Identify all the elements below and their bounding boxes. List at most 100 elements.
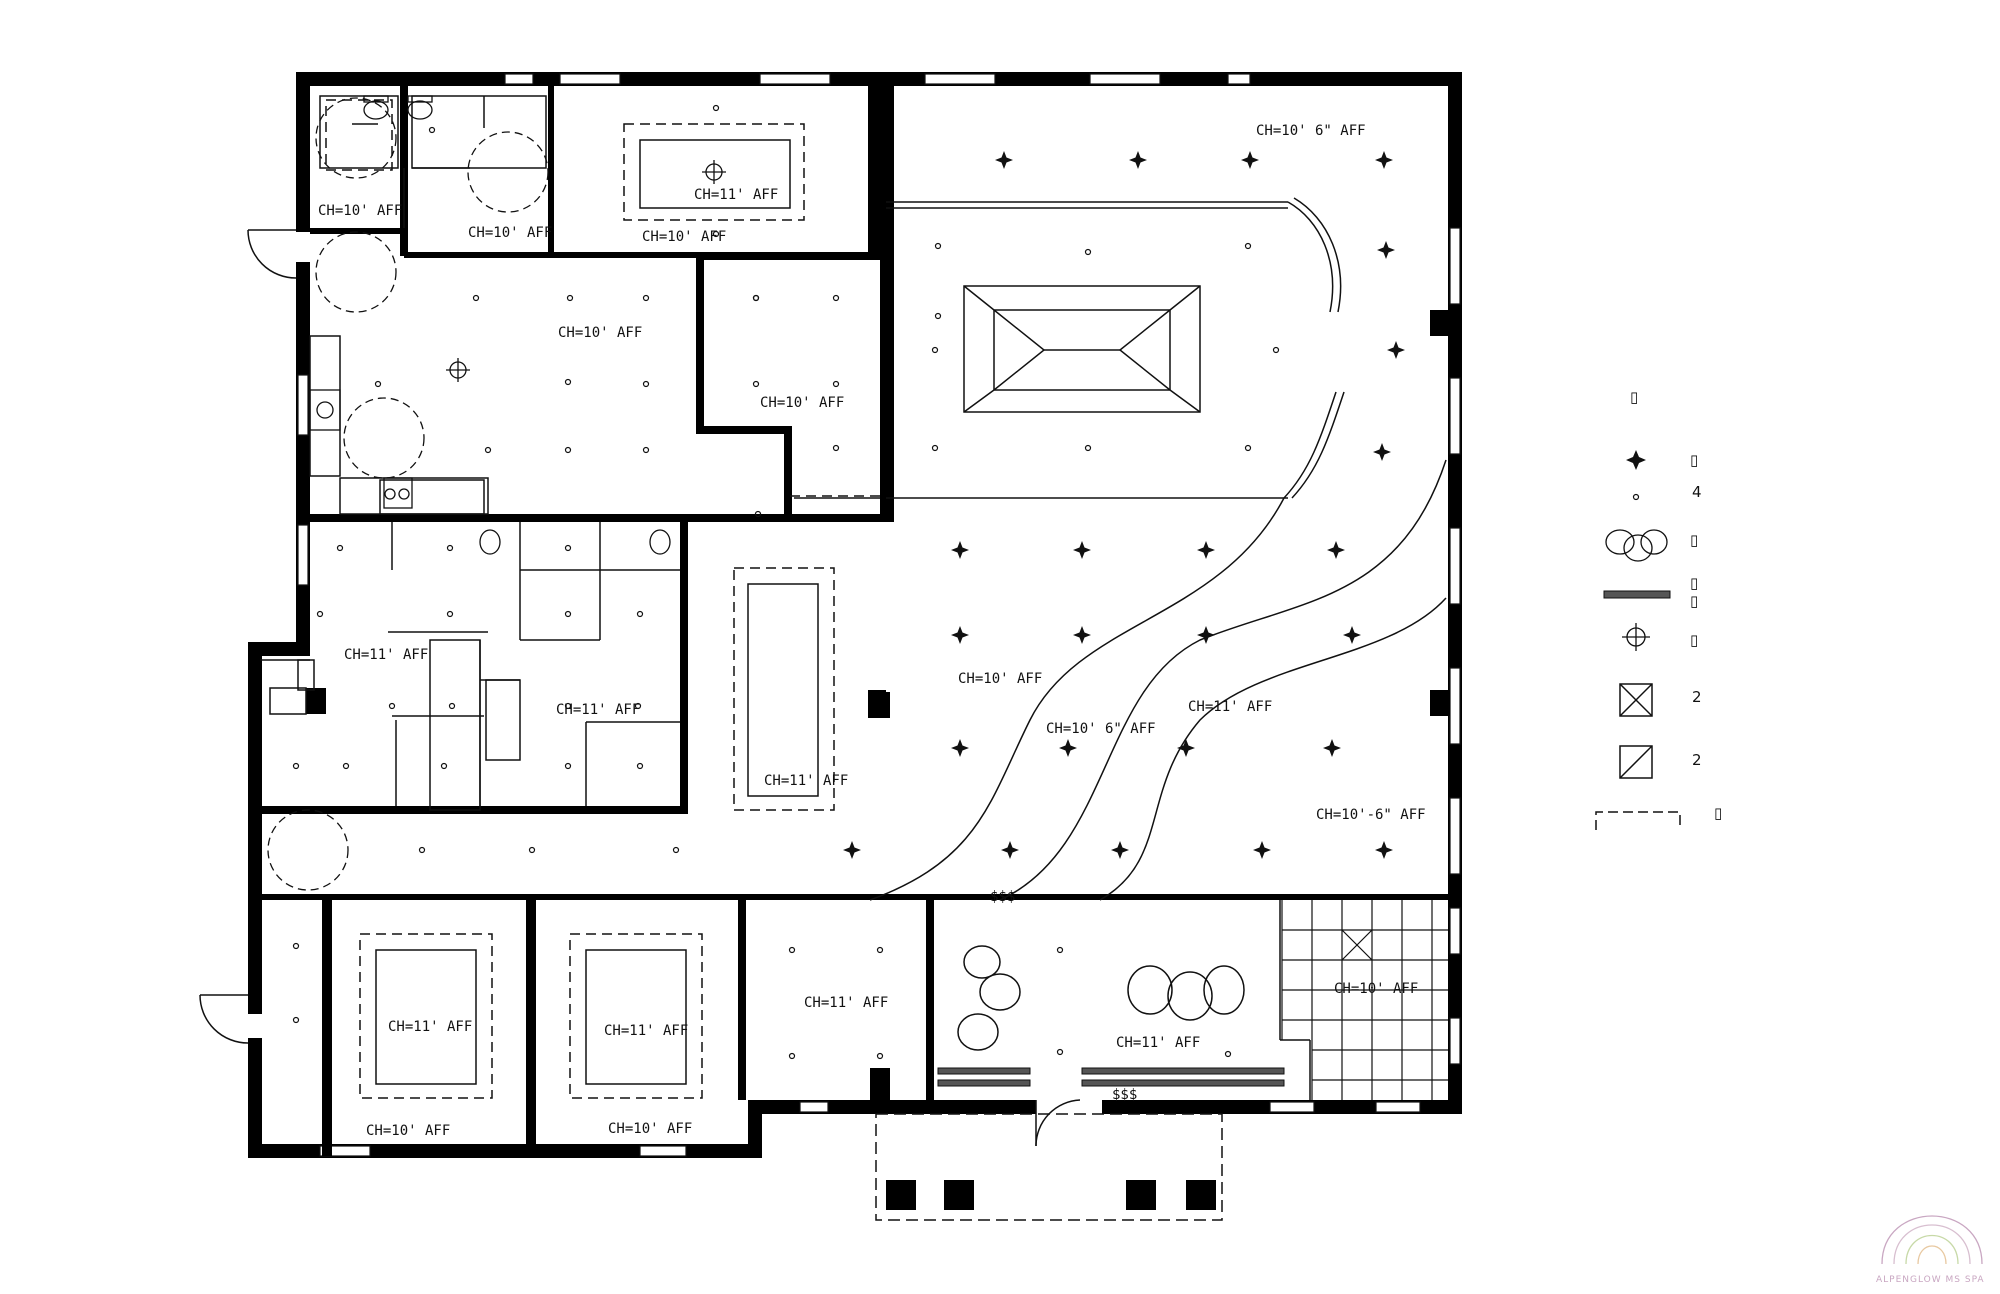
solid-soffits [375, 139, 819, 1085]
downlight-dot-icon [564, 544, 572, 552]
downlight-dot-icon [634, 702, 642, 710]
star-light-icon [1375, 841, 1393, 859]
star-light-icon [1197, 626, 1215, 644]
star-light-icon [1327, 541, 1345, 559]
star-light-icon [951, 626, 969, 644]
star-lights [843, 151, 1405, 859]
legend-label-linear-1: ▯ [1690, 574, 1698, 592]
downlight-dot-icon [788, 946, 796, 954]
downlight-dot-icon [336, 544, 344, 552]
downlight-dot-icon [752, 380, 760, 388]
downlight-dot-icon [636, 762, 644, 770]
ceiling-fan-fixtures [446, 160, 726, 382]
ch-label-reception: CH=11' AFF [1116, 1035, 1200, 1051]
downlight-dot-icon [292, 942, 300, 950]
star-light-icon [1343, 626, 1361, 644]
legend-label-fan: ▯ [1690, 631, 1698, 649]
ch-label-room-3: CH=11' AFF [804, 995, 888, 1011]
downlight-dot-icon [876, 946, 884, 954]
ch-label-wave-1: CH=10' 6" AFF [1046, 721, 1156, 737]
ch-label-lounge-top: CH=10' 6" AFF [1256, 123, 1366, 139]
brand-logo-text: ALPENGLOW MS SPA [1876, 1275, 1985, 1285]
downlight-dot-icon [934, 312, 942, 320]
downlight-dot-icon [292, 762, 300, 770]
legend-label-pendant: ▯ [1690, 531, 1698, 549]
legend-label-downlight: 4 [1692, 483, 1702, 501]
legend: ▯ ▯ 4 ▯ ▯ ▯ ▯ 2 2 [1595, 388, 1722, 830]
ch-label-office: CH=10' AFF [760, 395, 844, 411]
legend-title: ▯ [1630, 388, 1638, 406]
downlight-dot-icon [876, 1052, 884, 1060]
entry-canopy [875, 1113, 1223, 1221]
star-light-icon [1323, 739, 1341, 757]
downlight-dot-icon [934, 242, 942, 250]
ch-label-bath-a: CH=10' AFF [318, 203, 402, 219]
downlight-dot-icon [528, 846, 536, 854]
downlight-dot-icon [832, 380, 840, 388]
downlight-dot-icon [374, 380, 382, 388]
downlight-dot-icon [1632, 493, 1640, 501]
star-light-icon [1241, 151, 1259, 169]
downlight-dot-icon [931, 346, 939, 354]
ch-label-stair: CH=10' AFF [1334, 981, 1418, 997]
star-light-icon [1177, 739, 1195, 757]
star-light-icon [1626, 450, 1646, 470]
exhaust-fan-x-icon [1619, 683, 1653, 717]
pendant-clusters [957, 945, 1245, 1051]
downlight-dot-icon [472, 294, 480, 302]
downlight-dot-icon [292, 1016, 300, 1024]
downlight-dot-icon [712, 104, 720, 112]
downlight-dot-icon [564, 446, 572, 454]
downlight-dot-icon [1224, 1050, 1232, 1058]
star-light-icon [1197, 541, 1215, 559]
downlight-dot-icon [564, 610, 572, 618]
ch-label-room-1-inner: CH=11' AFF [388, 1019, 472, 1035]
star-light-icon [1387, 341, 1405, 359]
downlight-dot-icon [754, 510, 762, 518]
device-tag-lounge: $$$ [990, 889, 1015, 905]
star-light-icon [995, 151, 1013, 169]
downlight-dot-icon [832, 294, 840, 302]
lounge-curves [869, 197, 1447, 901]
star-light-icon [951, 739, 969, 757]
stair-grid [1281, 900, 1448, 1100]
downlight-dot-icon [1244, 242, 1252, 250]
star-light-icon [1129, 151, 1147, 169]
pendant-cluster-icon [1605, 529, 1668, 562]
star-light-icon [1373, 443, 1391, 461]
dashed-soffits [325, 99, 880, 1099]
ch-label-wave-2: CH=11' AFF [1188, 699, 1272, 715]
star-light-icon [1001, 841, 1019, 859]
downlight-dot-icon [642, 446, 650, 454]
downlight-dot-icon [388, 702, 396, 710]
ch-label-room-2-outer: CH=10' AFF [608, 1121, 692, 1137]
star-light-icon [1377, 241, 1395, 259]
linear-light-icon [1603, 590, 1671, 599]
downlight-dot-icon [484, 446, 492, 454]
downlight-dot-icon [1084, 444, 1092, 452]
legend-label-return: 2 [1692, 751, 1702, 769]
ch-label-island: CH=11' AFF [764, 773, 848, 789]
downlight-dot-icon [1084, 248, 1092, 256]
downlight-dot-icon [446, 544, 454, 552]
linear-lights [937, 1067, 1285, 1087]
ch-label-vault-outer: CH=10' AFF [642, 229, 726, 245]
downlight-dot-icon [1244, 444, 1252, 452]
ch-label-lounge-main: CH=10' AFF [958, 671, 1042, 687]
legend-label-exhaust: 2 [1692, 688, 1702, 706]
brand-logo: ALPENGLOW MS SPA [1876, 1215, 1985, 1285]
downlight-dot-icon [564, 762, 572, 770]
downlight-dot-icon [1056, 946, 1064, 954]
ch-label-suite-west: CH=11' AFF [344, 647, 428, 663]
downlight-dot-icon [931, 444, 939, 452]
downlight-dot-icon [642, 294, 650, 302]
star-light-icon [1111, 841, 1129, 859]
downlight-dot-icon [418, 846, 426, 854]
downlight-dot-icon [712, 230, 720, 238]
downlight-dot-icon [564, 702, 572, 710]
downlight-dot-icon [440, 762, 448, 770]
star-light-icon [1059, 739, 1077, 757]
downlights [292, 104, 1280, 1060]
downlight-dot-icon [428, 126, 436, 134]
